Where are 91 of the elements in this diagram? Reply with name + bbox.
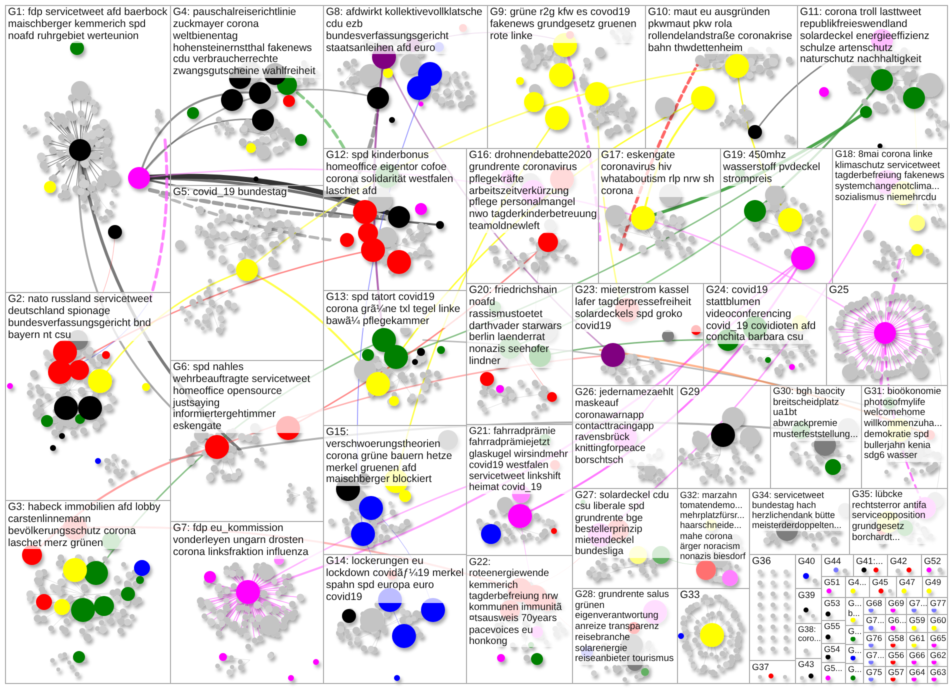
group-panel <box>845 644 863 663</box>
group-panel <box>863 632 885 649</box>
group-label: G17: eskengate coronavirus hiv whataboutism rlp nrw sh corona <box>599 149 720 198</box>
group-label: G38: coro... <box>796 624 821 644</box>
group-label: G18: 8mai corona linke klimaschutz servicetweet tagderbefreiung fakenews systemchangenotclima... sozialismus niemehrcdu <box>833 149 947 204</box>
group-panel <box>906 632 927 649</box>
group-label: G21: fahrradprämie fahrradprämiejetzt glaskugel wirsindmehr covid19 westfalen servicetweet linkshift heimat covid_19 <box>467 425 572 494</box>
group-label: G5... <box>822 663 844 674</box>
group-label: G44 <box>822 555 842 566</box>
group-label: G40 <box>796 555 816 566</box>
group-label: G60 <box>928 615 947 626</box>
group-label: G57 <box>886 667 906 678</box>
group-label: G7... <box>864 650 885 661</box>
group-label: G64 <box>907 667 926 678</box>
group-label: G53 <box>822 598 842 609</box>
group-label: G15: verschwoerungstheorien corona grüne bauern hetze merkel gruenen afd maischberger blockiert <box>324 426 466 486</box>
group-label: G45 <box>870 577 890 588</box>
group-label: G24: covid19 stattblumen videoconferencing covid_19 covidioten afd conchita barbara csu <box>704 284 826 344</box>
group-panel <box>795 623 821 658</box>
group-label: G22: roteenergiewende kemmerich tagderbefreiung nrw kommunen immunitã ¤tsausweis 70years pacevoices eu honkong <box>467 556 572 648</box>
group-label: G7... <box>864 615 885 626</box>
group-label: G54 <box>822 644 842 655</box>
group-label: G75 <box>864 667 884 678</box>
group-panel <box>845 663 863 684</box>
group-panel <box>845 625 863 644</box>
group-panel <box>795 658 821 684</box>
group-label: G25 <box>827 284 850 297</box>
group-label: G63 <box>928 667 947 678</box>
group-label: G36 <box>750 555 772 568</box>
group-label: G34: servicetweet bundestag hach herzlichendank bütte meisterderdoppelten... <box>750 489 849 531</box>
group-label: G2: nato russland servicetweet deutschland spionage bundesverfassungsgericht bnd bayern nt csu <box>6 293 170 342</box>
group-label: G37 <box>750 661 770 672</box>
group-label: G16: drohnendebatte2020 grundrente coronavirus pflegekräfte arbeitszeitverkürzung pflege personalmangel nwo tagderkinderbetreuung teamoldnewleft <box>467 149 598 234</box>
group-label: G7... <box>907 598 927 609</box>
group-label: G... b... <box>846 598 863 618</box>
group-label: G32: marzahn tomatendemo... mehrplatzfürsr... haarschneide... mahe corona ärger noracism nonazis biesdorf <box>678 489 749 562</box>
group-panel <box>885 632 906 649</box>
group-label: G59 <box>907 615 926 626</box>
group-panel <box>927 632 948 649</box>
group-label: G12: spd kinderbonus homeoffice eigentor cofoe corona solidarität westfalen laschet afd <box>324 149 466 198</box>
group-panel <box>927 666 948 684</box>
group-label: G55 <box>822 621 842 632</box>
group-label: G56 <box>886 650 906 661</box>
group-label: G61 <box>907 633 926 644</box>
group-label: G23: mieterstrom kassel lafer tagderpressefreiheit solardeckels spd groko covid19 <box>573 284 703 332</box>
group-label: G20: friedrichshain noafd rassismustoetet darthvader starwars berlin laenderrat nonazis seehofer lindner <box>467 284 572 368</box>
group-panel <box>749 660 795 684</box>
group-label: G51 <box>822 577 842 588</box>
group-panel <box>885 649 906 666</box>
group-label: G41:... <box>854 555 884 566</box>
group-label: G3: habeck immobilien afd lobby carstenlinnemann bevölkerungsschutz corona laschet merz grünen <box>6 501 170 550</box>
group-label: G8: afdwirkt kollektivevollklatsche cdu ezb bundesverfassungsgericht staatsanleihen afd euro <box>324 6 487 54</box>
group-label: G39 <box>796 589 816 600</box>
group-label: G... <box>846 664 863 675</box>
group-label: G42 <box>888 555 908 566</box>
group-label: G69 <box>886 598 906 609</box>
group-label: G5: covid_19 bundestag <box>171 186 288 199</box>
group-panel <box>927 614 948 632</box>
group-label: G... <box>846 645 863 656</box>
group-label: G68 <box>864 598 884 609</box>
group-panel <box>885 666 906 684</box>
group-label: G47 <box>897 577 916 588</box>
group-label: G26: jedernamezaehlt maskeauf coronawarnapp contacttracingapp ravensbrück knittingforpeace borschtsch <box>573 386 677 466</box>
group-label: G29 <box>678 386 701 399</box>
group-label: G65 <box>928 633 947 644</box>
group-label: G30: bgh baocity breitscheidplatz ua1bt abwrackpremie musterfeststellung... <box>771 386 861 441</box>
group-label: G52 <box>922 555 942 566</box>
group-panel <box>906 666 927 684</box>
group-panel <box>906 649 927 666</box>
group-panel <box>821 620 845 643</box>
group-label: G43 <box>796 659 816 670</box>
group-label: G66 <box>907 650 926 661</box>
group-label: G58 <box>886 633 906 644</box>
group-label: G76 <box>864 633 884 644</box>
group-label: G6: spd nahles wehrbeauftragte servicetweet homeoffice opensource justsaying informiertergehtimmer eskengate <box>171 361 323 434</box>
group-label: G62 <box>928 650 947 661</box>
group-label: G49 <box>923 577 942 588</box>
group-panel <box>927 649 948 666</box>
group-label: G1: fdp servicetweet afd baerbock maischberger kemmerich spd noafd ruhrgebiet werteunion <box>6 6 170 43</box>
group-label: G... <box>846 626 863 637</box>
group-label: G6... <box>886 615 906 626</box>
group-label: G14: lockerungen eu lockdown covidãƒ¼19 merkel spahn spd europa euro covid19 <box>324 555 466 604</box>
group-label: G4... <box>846 577 868 588</box>
group-panel <box>863 649 885 666</box>
group-label: G33 <box>678 589 701 602</box>
group-panel <box>863 666 885 684</box>
group-panel <box>821 662 845 684</box>
group-label: G13: spd tatort covid19 corona grã¼ne txl tegel linke bawã¼ pflegekammer <box>324 291 466 328</box>
group-label: G7: fdp eu_kommission vonderleyen ungarn drosten corona linksfraktion influenza <box>171 522 323 559</box>
group-panel <box>821 643 845 662</box>
group-label: G77 <box>928 598 947 609</box>
